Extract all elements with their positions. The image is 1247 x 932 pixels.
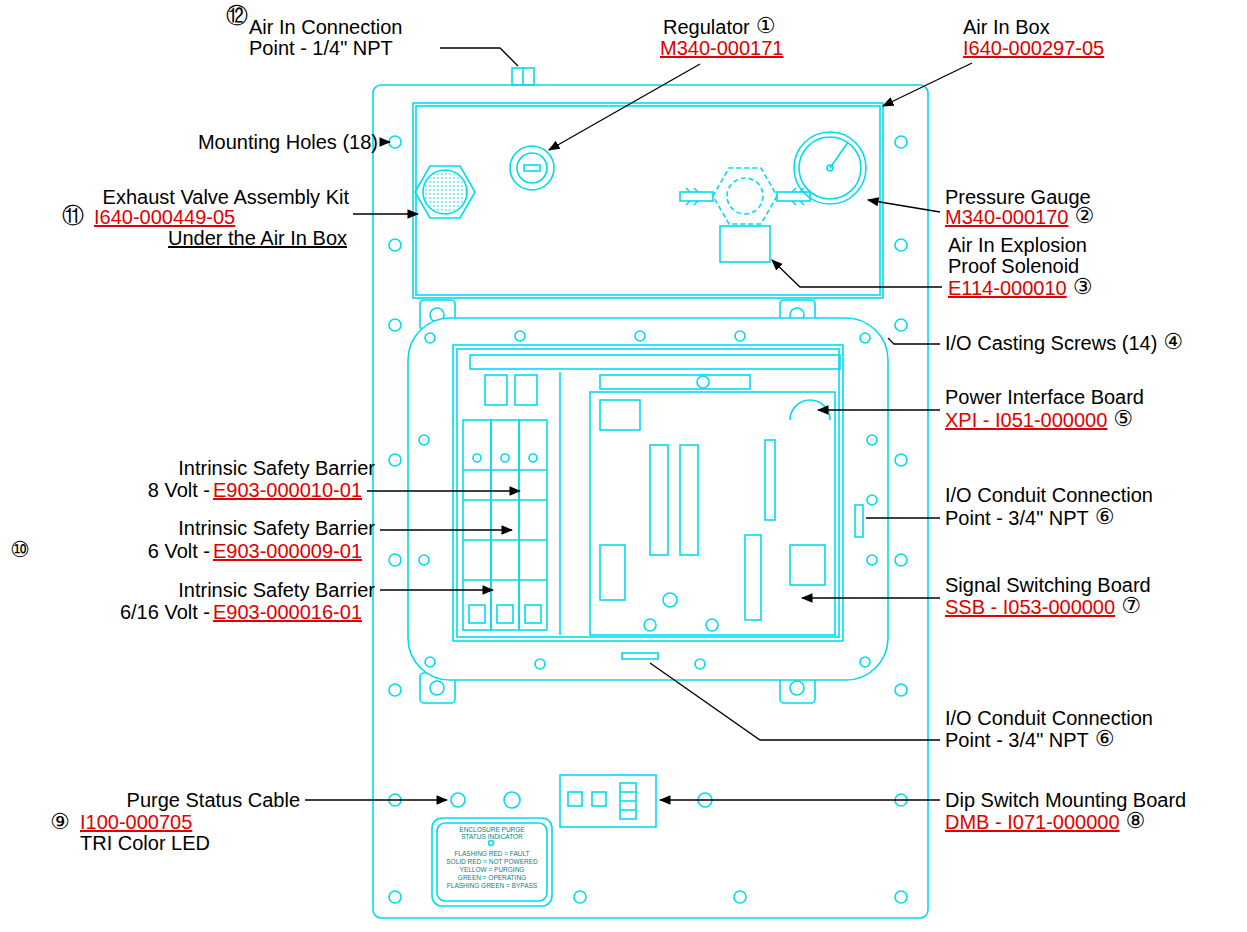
part-label: Air In Box <box>963 16 1050 38</box>
part-label: 6 Volt - <box>148 540 210 562</box>
part-number: E903-000010-01 <box>213 479 362 501</box>
part-label: Point - 1/4" NPT <box>249 37 393 59</box>
part-label: I/O Conduit Connection <box>945 707 1153 729</box>
part-label: Pressure Gauge <box>945 186 1091 208</box>
callout-number: ⑨ <box>50 810 70 834</box>
callout-number: ② <box>1074 204 1094 228</box>
part-number: I640-000449-05 <box>94 206 235 228</box>
part-number: XPI - I051-000000 <box>945 409 1107 431</box>
part-label: Dip Switch Mounting Board <box>945 789 1186 811</box>
part-label: Mounting Holes (18) <box>198 131 378 153</box>
callout-number: ⑩ <box>10 538 30 562</box>
part-label: Intrinsic Safety Barrier <box>178 457 375 479</box>
callout-number: ⑦ <box>1121 594 1141 618</box>
part-number: E903-000009-01 <box>213 540 362 562</box>
part-label: 6/16 Volt - <box>120 601 210 623</box>
callout-number: ⑥ <box>1095 505 1115 529</box>
callout-number: ⑥ <box>1095 727 1115 751</box>
part-label: Purge Status Cable <box>127 789 300 811</box>
part-label: Intrinsic Safety Barrier <box>178 579 375 601</box>
part-label: I/O Conduit Connection <box>945 484 1153 506</box>
indicator-plate-text: GREEN = OPERATING <box>458 874 526 882</box>
callout-number: ⑪ <box>62 204 84 228</box>
part-label: Exhaust Valve Assembly Kit <box>103 186 349 208</box>
part-label: I/O Casting Screws (14) <box>945 332 1157 354</box>
part-number: M340-000171 <box>660 37 783 59</box>
part-label: 8 Volt - <box>148 479 210 501</box>
part-label: Proof Solenoid <box>948 255 1079 277</box>
callout-number: ③ <box>1073 275 1093 299</box>
indicator-plate-text: YELLOW = PURGING <box>460 866 525 874</box>
part-label: Intrinsic Safety Barrier <box>178 517 375 539</box>
part-label: Point - 3/4" NPT <box>945 729 1089 751</box>
part-number: I640-000297-05 <box>963 37 1104 59</box>
part-number: SSB - I053-000000 <box>945 596 1115 618</box>
part-number: E114-000010 <box>948 277 1067 299</box>
indicator-plate-text: FLASHING RED = FAULT <box>454 850 529 858</box>
indicator-plate-text: FLASHING GREEN = BYPASS <box>447 882 537 890</box>
part-number: M340-000170 <box>945 206 1068 228</box>
part-number: I100-000705 <box>80 811 192 833</box>
callout-number: ① <box>756 14 776 38</box>
part-label: TRI Color LED <box>80 832 210 854</box>
part-number: DMB - I071-000000 <box>945 811 1120 833</box>
callout-number: ④ <box>1163 330 1183 354</box>
indicator-plate-text: SOLID RED = NOT POWERED <box>446 858 537 866</box>
callout-number: ⑧ <box>1126 809 1146 833</box>
part-label: Under the Air In Box <box>168 227 347 249</box>
part-label: Signal Switching Board <box>945 574 1151 596</box>
part-number: E903-000016-01 <box>213 601 362 623</box>
callout-number: ⑫ <box>226 4 248 28</box>
indicator-plate-text: ENCLOSURE PURGE <box>459 826 524 834</box>
part-label: Point - 3/4" NPT <box>945 507 1089 529</box>
callout-number: ⑤ <box>1113 407 1133 431</box>
part-label: Power Interface Board <box>945 386 1144 408</box>
part-label: Regulator <box>663 16 750 38</box>
part-label: Air In Connection <box>249 16 402 38</box>
indicator-plate-text: STATUS INDICATOR <box>461 833 523 841</box>
part-label: Air In Explosion <box>948 234 1087 256</box>
